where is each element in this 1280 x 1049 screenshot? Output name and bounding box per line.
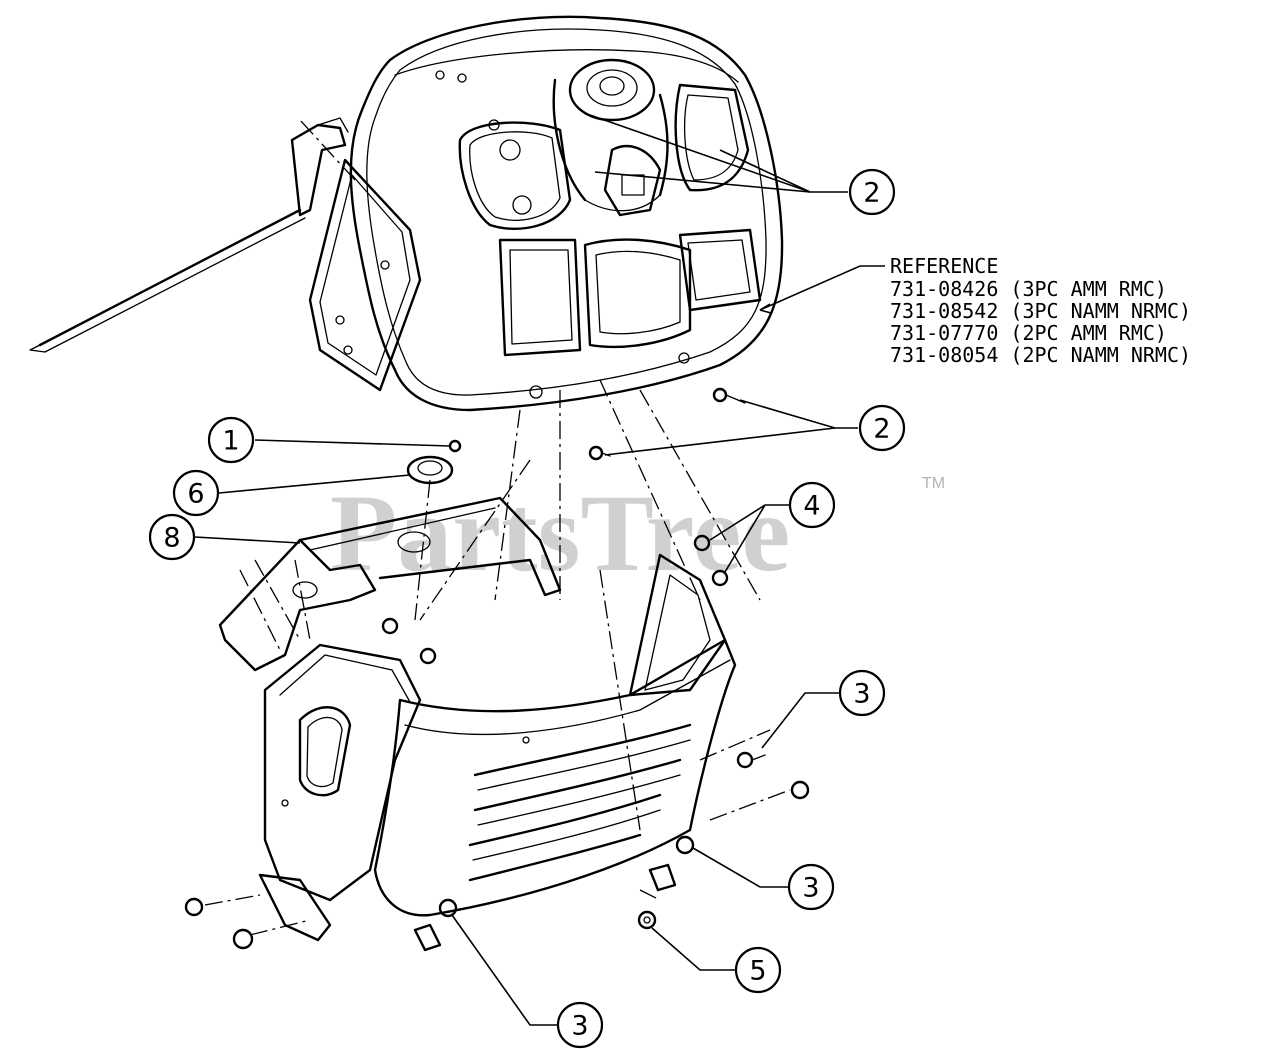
screw-4d — [419, 647, 437, 665]
reference-line-3: 731-07770 (2PC AMM RMC) — [890, 321, 1167, 345]
callout-5-label: 5 — [749, 956, 766, 987]
grommet-6 — [406, 455, 454, 485]
callout-2-top-label: 2 — [863, 178, 880, 209]
callout-2-lower — [858, 404, 906, 452]
callout-1 — [207, 416, 255, 464]
bolt-3c — [675, 835, 695, 855]
callout-5 — [734, 946, 782, 994]
callout-3-middle-label: 3 — [802, 873, 819, 904]
callout-1-label: 1 — [222, 426, 239, 457]
reference-line-1: 731-08426 (3PC AMM RMC) — [890, 277, 1167, 301]
callout-3-upper — [838, 669, 886, 717]
bolt-3b — [790, 780, 810, 800]
callout-2-top — [848, 168, 896, 216]
hardware — [184, 387, 810, 950]
bolt-3a — [736, 751, 766, 769]
bolt-3d — [438, 898, 458, 918]
reference-block: REFERENCE 731-08426 (3PC AMM RMC) 731-08… — [759, 254, 1191, 367]
assembly-lines — [204, 119, 791, 936]
callout-3-bottom-label: 3 — [571, 1011, 588, 1042]
callouts: 2 2 1 6 8 4 3 3 5 — [148, 114, 906, 1049]
callout-3-bottom — [556, 1001, 604, 1049]
callout-8-label: 8 — [163, 523, 180, 554]
callout-2-lower-label: 2 — [873, 414, 890, 445]
callout-6-label: 6 — [187, 479, 204, 510]
reference-line-4: 731-08054 (2PC NAMM NRMC) — [890, 343, 1191, 367]
bolt-left-a — [184, 897, 204, 917]
front-grille-panel — [258, 553, 737, 952]
bolt-left-b — [232, 928, 254, 950]
callout-3-middle — [787, 863, 835, 911]
dash-console-housing — [308, 15, 784, 412]
reference-line-2: 731-08542 (3PC NAMM NRMC) — [890, 299, 1191, 323]
throttle-lever-rod — [29, 117, 349, 353]
reference-title: REFERENCE — [890, 254, 998, 278]
callout-4 — [788, 481, 836, 529]
nut-5 — [637, 910, 657, 930]
screw-4c — [381, 617, 399, 635]
screw-4a — [693, 534, 711, 552]
callout-6 — [172, 469, 220, 517]
callout-4-label: 4 — [803, 491, 820, 522]
callout-3-upper-label: 3 — [853, 679, 870, 710]
screw-1 — [448, 439, 462, 453]
screw-2a — [712, 387, 746, 404]
screw-4b — [711, 569, 729, 587]
callout-8 — [148, 513, 196, 561]
bracket-heat-shield — [218, 496, 562, 672]
watermark-tm: TM — [922, 475, 945, 492]
screw-2b — [588, 445, 611, 461]
